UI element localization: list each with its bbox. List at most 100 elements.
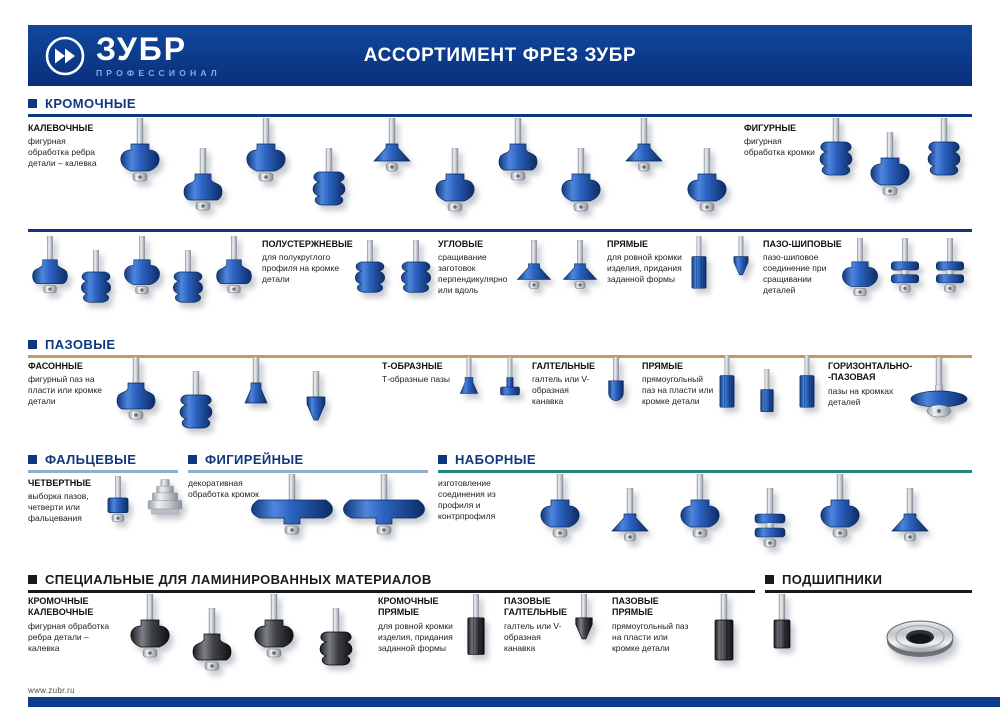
bearing-image xyxy=(886,620,954,657)
group-name: ЧЕТВЕРТНЫЕ xyxy=(28,478,92,488)
section-header-podshipniki: ПОДШИПНИКИ xyxy=(765,572,882,587)
section-title: ФИГИРЕЙНЫЕ xyxy=(205,452,304,467)
router-bit-image xyxy=(124,236,160,294)
group-pazo-shipovye: ПАЗО-ШИПОВЫЕ пазо-шиповое соединение при… xyxy=(763,239,845,296)
group-name: ГАЛТЕЛЬНЫЕ xyxy=(532,361,596,371)
group-name: КАЛЕВОЧНЫЕ xyxy=(28,123,94,133)
router-bit-group-kromochnye-extra xyxy=(28,236,256,305)
router-bit-image xyxy=(251,474,333,535)
router-bit-image xyxy=(355,240,385,293)
router-bit-image xyxy=(754,488,786,548)
section-header-pazovye: ПАЗОВЫЕ xyxy=(28,337,115,352)
router-bit-image xyxy=(561,148,601,212)
group-name: ФАСОННЫЕ xyxy=(28,361,83,371)
router-bit-image xyxy=(608,357,624,401)
zubr-logo: ЗУБР ПРОФЕССИОНАЛ xyxy=(44,33,221,78)
router-bit-image xyxy=(611,488,649,542)
router-bit-image xyxy=(498,118,538,181)
router-bit-group-pazo-shipovye xyxy=(838,238,972,299)
section-rule-spetsialnye xyxy=(28,590,755,593)
group-desc: фигурная обработка ребра детали – калевк… xyxy=(28,136,97,169)
router-bit-image xyxy=(890,238,920,293)
router-bit-image xyxy=(819,118,853,176)
logo-subtitle-text: ПРОФЕССИОНАЛ xyxy=(96,68,221,78)
header-bar: ЗУБР ПРОФЕССИОНАЛ АССОРТИМЕНТ ФРЕЗ ЗУБР xyxy=(28,25,972,86)
logo-text: ЗУБР ПРОФЕССИОНАЛ xyxy=(96,33,221,78)
section-title: ПАЗОВЫЕ xyxy=(45,337,116,352)
group-spec-paz-pryamye: ПАЗОВЫЕ ПРЯМЫЕ прямоугольный паз на плас… xyxy=(612,596,694,654)
router-bit-group-figurnye xyxy=(812,118,968,198)
section-title: ФАЛЬЦЕВЫЕ xyxy=(45,452,137,467)
router-bit-image xyxy=(562,240,598,289)
group-name: КРОМОЧНЫЕ КАЛЕВОЧНЫЕ xyxy=(28,596,94,618)
group-desc: пазы на кромках деталей xyxy=(828,385,894,407)
router-bit-group-t-obraznye xyxy=(450,357,529,398)
group-spec-pryamye: КРОМОЧНЫЕ ПРЯМЫЕ для ровной кромки издел… xyxy=(378,596,458,654)
group-gorizontalno-pazovaya: ГОРИЗОНТАЛЬНО- -ПАЗОВАЯ пазы на кромках … xyxy=(828,361,914,408)
section-rule-faltsevye xyxy=(28,470,178,473)
group-desc: для полукруглого профиля на кромке детал… xyxy=(262,252,340,285)
router-bit-image xyxy=(891,488,929,542)
group-kalevochnye: КАЛЕВОЧНЫЕ фигурная обработка ребра дета… xyxy=(28,123,106,169)
section-bullet xyxy=(438,455,447,464)
router-bit-image xyxy=(343,474,425,535)
router-bit-image xyxy=(81,250,111,303)
router-bit-image xyxy=(319,608,353,666)
router-bit-image xyxy=(773,594,791,649)
group-galtelnye: ГАЛТЕЛЬНЫЕ галтель или V-образная канавк… xyxy=(532,361,596,407)
router-bit-image xyxy=(575,594,593,640)
group-desc: сращивание заготовок перпендикулярно или… xyxy=(438,252,508,296)
router-bit-group-pryamye-pazovye xyxy=(708,355,826,415)
section-rule-figireynye xyxy=(188,470,428,473)
group-figireynye-desc: декоративная обработка кромок xyxy=(188,478,266,500)
group-pryamye-kromochnye: ПРЯМЫЕ для ровной кромки изделия, придан… xyxy=(607,239,687,285)
group-desc: прямоугольный паз на пласти или кромке д… xyxy=(642,374,714,407)
router-bit-image xyxy=(760,369,774,413)
section-bullet xyxy=(188,455,197,464)
section-rule-pazovye xyxy=(28,355,972,358)
router-bit-image xyxy=(401,240,431,293)
router-bit-image xyxy=(680,474,720,538)
router-bit-image xyxy=(246,118,286,182)
router-bit-image xyxy=(116,357,156,420)
footer-bar xyxy=(28,697,1000,707)
group-nabornye-desc: изготовление соединения из профиля и кон… xyxy=(438,478,522,522)
group-fasonnye: ФАСОННЫЕ фигурный паз на пласти или кром… xyxy=(28,361,110,407)
router-bit-group-nabornye xyxy=(536,474,934,552)
group-desc: для ровной кромки изделия, придания зада… xyxy=(607,252,682,285)
router-bit-group-chetvertnye xyxy=(96,476,187,526)
section-bullet xyxy=(765,575,774,584)
router-bit-group-pryamye-kromochnye xyxy=(680,236,760,291)
router-bit-image xyxy=(130,594,170,658)
group-chetvertnye: ЧЕТВЕРТНЫЕ выборка пазов, четверти или ф… xyxy=(28,478,104,524)
router-bit-image xyxy=(687,148,727,212)
router-bit-image xyxy=(516,240,552,289)
group-desc: изготовление соединения из профиля и кон… xyxy=(438,478,496,522)
router-bit-image xyxy=(691,236,707,289)
section-title: НАБОРНЫЕ xyxy=(455,452,536,467)
router-bit-image xyxy=(714,594,734,661)
section-header-spetsialnye: СПЕЦИАЛЬНЫЕ ДЛЯ ЛАМИНИРОВАННЫХ МАТЕРИАЛО… xyxy=(28,572,432,587)
router-bit-group-spec-kalevochnye xyxy=(126,594,360,674)
section-title: ПОДШИПНИКИ xyxy=(782,572,883,587)
group-name: Т-ОБРАЗНЫЕ xyxy=(382,361,443,371)
router-bit-image xyxy=(799,355,815,408)
router-bit-image xyxy=(500,357,520,396)
router-bit-group-uglovye xyxy=(512,240,602,291)
router-bit-image xyxy=(935,238,965,293)
section-bullet xyxy=(28,99,37,108)
router-bit-image xyxy=(183,148,223,211)
group-figurnye: ФИГУРНЫЕ фигурная обработка кромки xyxy=(744,123,824,158)
logo-brand-text: ЗУБР xyxy=(96,31,188,67)
router-bit-image xyxy=(312,148,346,206)
router-bit-group-spec-pryamye xyxy=(454,594,498,658)
section-title: КРОМОЧНЫЕ xyxy=(45,96,137,111)
group-desc: декоративная обработка кромок xyxy=(188,478,259,500)
router-bit-image xyxy=(467,594,485,655)
router-bit-image xyxy=(244,357,268,404)
router-bit-group-spec-galtelnye xyxy=(562,594,606,644)
router-bit-group-spec-paz-pryamye xyxy=(700,594,806,664)
group-desc: галтель или V-образная канавка xyxy=(504,620,562,653)
group-name: КРОМОЧНЫЕ ПРЯМЫЕ xyxy=(378,596,439,618)
router-bit-image xyxy=(540,474,580,538)
